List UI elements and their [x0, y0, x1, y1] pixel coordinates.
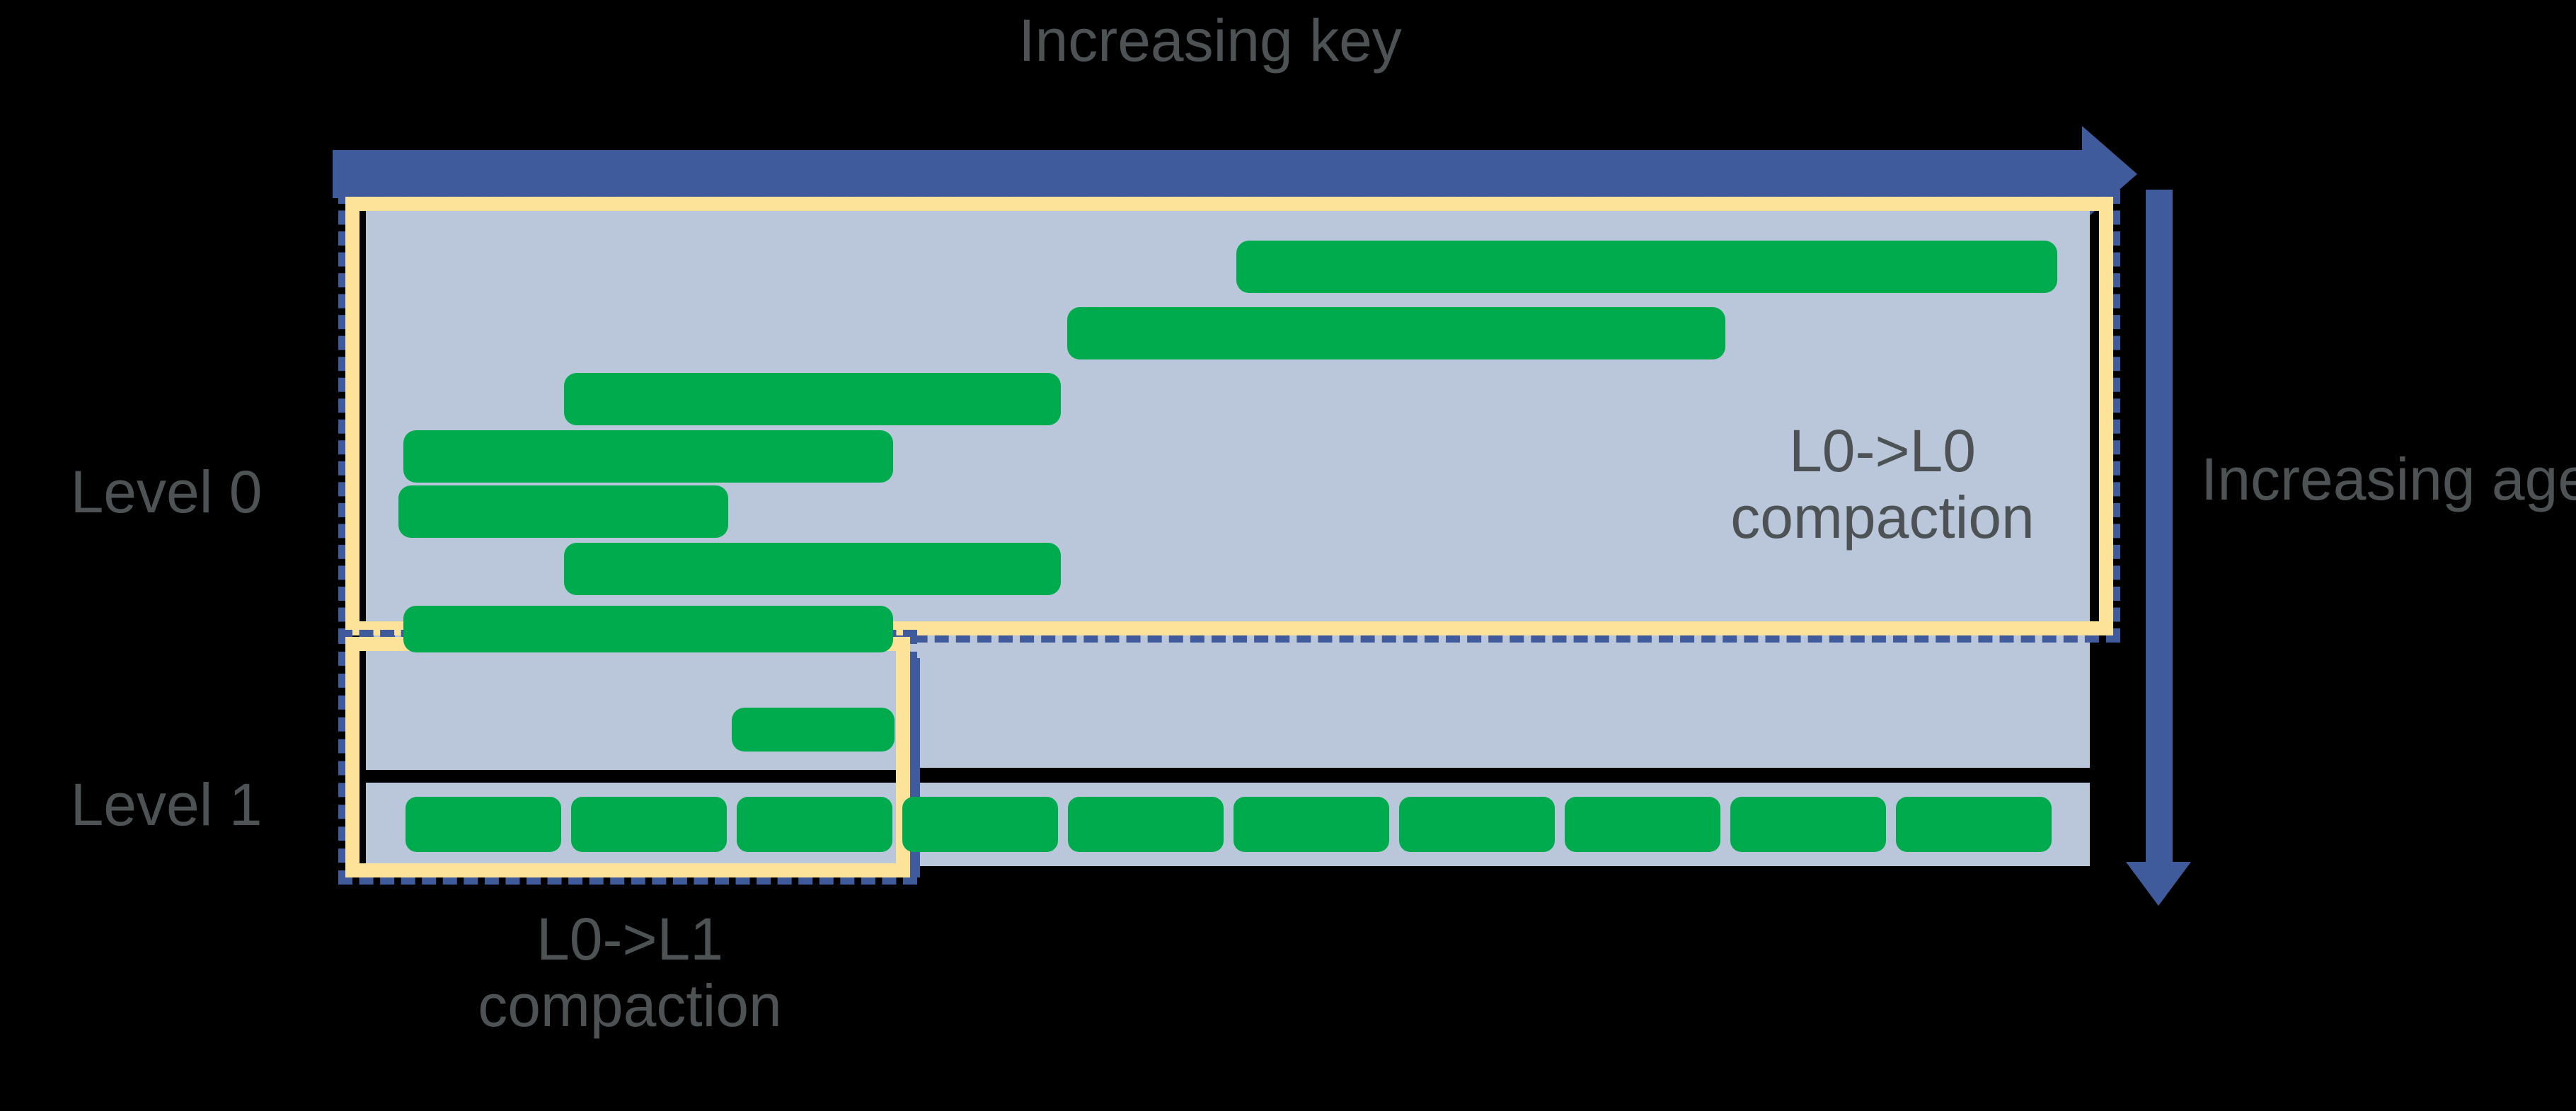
sstable[interactable]	[1068, 797, 1224, 852]
sstable[interactable]	[737, 797, 892, 852]
increasing-age-label: Increasing age	[2201, 446, 2576, 512]
sstable[interactable]	[564, 543, 1061, 595]
sstable[interactable]	[1730, 797, 1886, 852]
sstable[interactable]	[1236, 241, 2057, 293]
sstable[interactable]	[398, 485, 728, 538]
sstable[interactable]	[571, 797, 727, 852]
level-separator-line	[917, 768, 2090, 782]
l0-to-l0-compaction-box[interactable]	[338, 190, 2120, 643]
sstable[interactable]	[1896, 797, 2052, 852]
sstable[interactable]	[403, 606, 893, 652]
sstable[interactable]	[1399, 797, 1555, 852]
sstable[interactable]	[403, 430, 893, 483]
sstable[interactable]	[1565, 797, 1720, 852]
arrow-shaft-vertical	[2146, 190, 2173, 862]
l0-to-l0-compaction-label: L0->L0 compaction	[1730, 418, 2035, 551]
sstable[interactable]	[1234, 797, 1389, 852]
sstable[interactable]	[1067, 307, 1725, 359]
sstable[interactable]	[732, 708, 895, 752]
increasing-age-arrow	[2126, 190, 2191, 906]
level0-label: Level 0	[70, 459, 263, 525]
increasing-key-label: Increasing key	[1018, 7, 1402, 74]
level1-label: Level 1	[70, 771, 263, 838]
sstable[interactable]	[406, 797, 561, 852]
sstable[interactable]	[902, 797, 1058, 852]
l0-to-l1-compaction-label: L0->L1 compaction	[478, 906, 782, 1040]
sstable[interactable]	[564, 373, 1061, 425]
arrow-head-down	[2126, 862, 2191, 906]
